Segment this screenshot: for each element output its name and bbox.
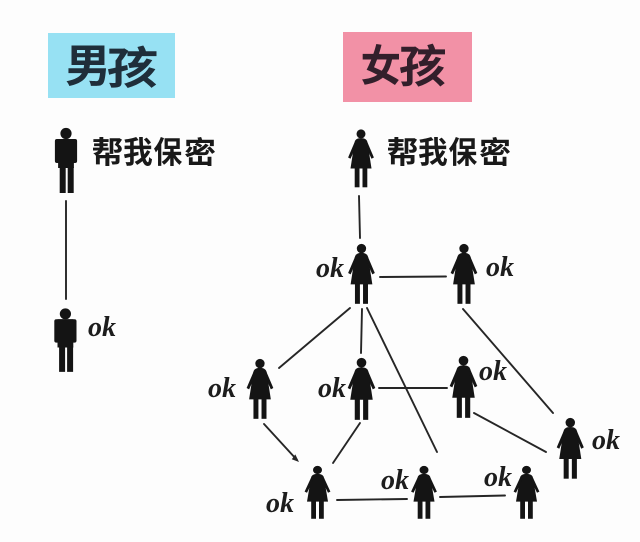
svg-text:ok: ok <box>208 373 236 404</box>
svg-text:ok: ok <box>479 356 507 387</box>
svg-text:ok: ok <box>318 373 346 404</box>
svg-text:ok: ok <box>592 425 620 456</box>
svg-text:ok: ok <box>486 252 514 283</box>
svg-text:ok: ok <box>484 462 512 493</box>
svg-text:ok: ok <box>266 488 294 519</box>
svg-text:ok: ok <box>316 253 344 284</box>
svg-text:ok: ok <box>88 312 116 343</box>
svg-text:ok: ok <box>381 465 409 496</box>
